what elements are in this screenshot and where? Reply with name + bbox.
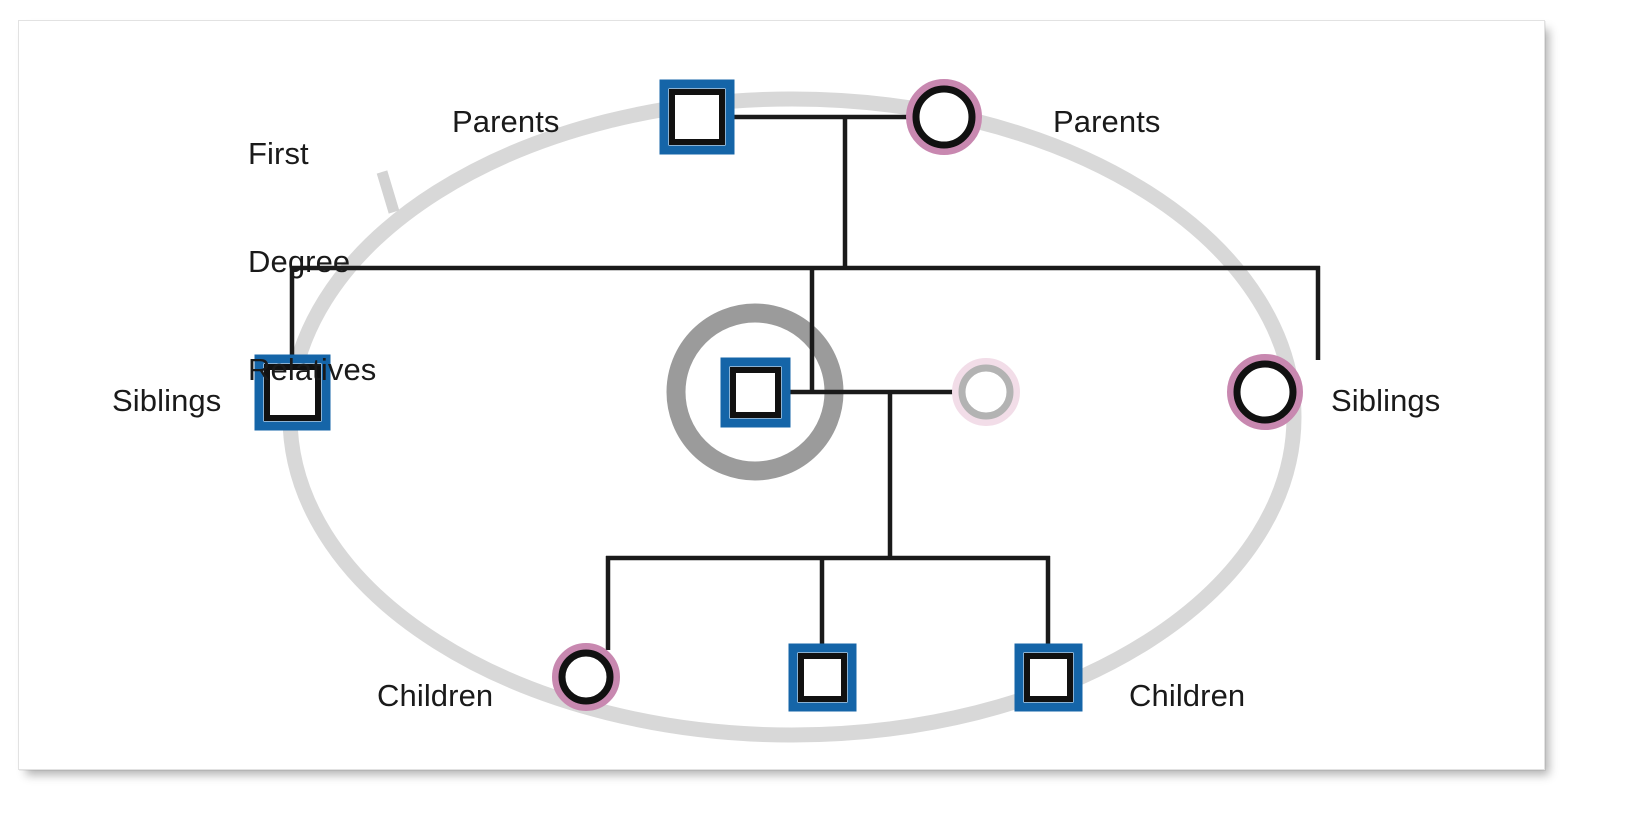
children-left-label: Children — [377, 678, 494, 713]
group-pointer-tick — [376, 170, 400, 214]
female-circle-outline — [558, 649, 614, 705]
symbol-proband-partner[interactable] — [952, 358, 1020, 426]
female-circle-outline — [1233, 360, 1297, 424]
siblings-left-label: Siblings — [112, 383, 222, 418]
group-annotation-label: First Degree Relatives — [248, 64, 376, 459]
male-square-outline — [669, 89, 725, 145]
symbol-father[interactable] — [659, 79, 735, 155]
first-degree-relatives-ellipse — [282, 91, 1302, 743]
pedigree-connections — [289, 114, 1321, 650]
parents-left-label: Parents — [452, 104, 560, 139]
group-annotation-line-3: Relatives — [248, 351, 377, 387]
male-square-outline — [730, 367, 781, 418]
male-square-outline — [798, 653, 847, 702]
parents-right-label: Parents — [1053, 104, 1161, 139]
symbol-sibling-brother[interactable] — [254, 354, 331, 431]
male-square-outline — [264, 364, 321, 421]
symbol-child-son-1[interactable] — [788, 643, 857, 712]
symbol-proband[interactable] — [720, 357, 791, 428]
first-degree-relatives-group — [282, 91, 1302, 743]
children-right-label: Children — [1129, 678, 1246, 713]
group-annotation-line-2: Degree — [248, 243, 351, 279]
symbol-child-daughter[interactable] — [552, 643, 620, 711]
symbol-sibling-sister[interactable] — [1227, 354, 1303, 430]
female-circle-outline — [912, 85, 976, 149]
group-annotation-line-1: First — [248, 135, 309, 171]
siblings-right-label: Siblings — [1331, 383, 1441, 418]
female-circle-outline-faded — [958, 364, 1014, 420]
symbol-mother[interactable] — [906, 79, 982, 155]
symbol-child-son-2[interactable] — [1014, 643, 1083, 712]
male-square-outline — [1024, 653, 1073, 702]
